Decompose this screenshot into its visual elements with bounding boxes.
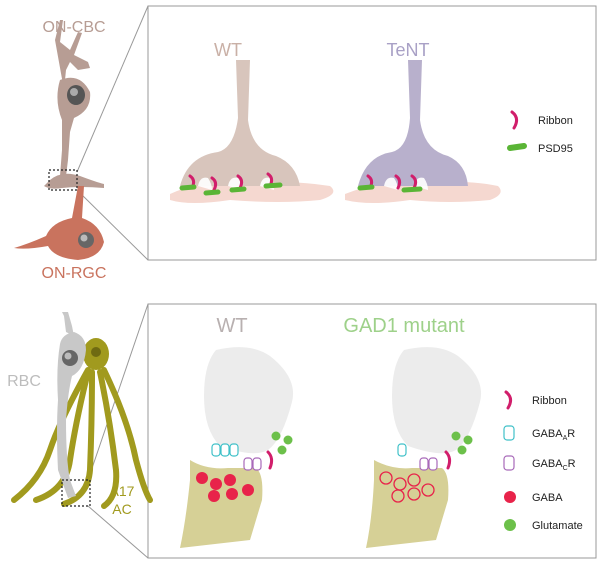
wt-gaba-vesicles (196, 472, 254, 502)
bottom-legend-gaba: GABA (532, 492, 563, 504)
wt-gabac-receptors (243, 457, 262, 471)
bottom-panel: RBC A17 AC WT GAD1 mutant (7, 303, 597, 559)
tent-psd95 (357, 184, 423, 193)
a17-label-line2: AC (112, 501, 131, 517)
rbc-label: RBC (7, 373, 41, 390)
on-rgc-cell (14, 186, 104, 260)
bottom-legend-gabaa: GABAAR (532, 428, 575, 442)
ribbon-legend-icon-bottom (504, 390, 513, 410)
bottom-legend-ribbon: Ribbon (532, 395, 567, 407)
top-detail-frame (147, 5, 597, 261)
top-zoom-line-upper (76, 5, 149, 173)
bottom-zoom-box (61, 479, 91, 507)
gabac-receptor-legend-icon (503, 455, 515, 471)
ribbon-legend-icon (510, 110, 519, 130)
gaba-legend-icon (504, 491, 516, 503)
tent-terminal (345, 60, 501, 203)
on-cbc-cell (44, 20, 104, 189)
bottom-legend-gabac: GABACR (532, 458, 576, 472)
wt-ribbon-bottom (266, 450, 274, 470)
glutamate-legend-icon (504, 519, 516, 531)
top-zoom-box (48, 169, 78, 191)
on-rgc-label: ON-RGC (42, 265, 107, 282)
top-legend: Ribbon PSD95 (507, 110, 573, 155)
gabaa-receptor-legend-icon (503, 425, 515, 441)
wt-terminal (170, 60, 334, 203)
wt-gabaa-receptors (211, 443, 239, 457)
wt-condition-label-bottom: WT (216, 315, 247, 337)
bottom-zoom-line-upper (87, 303, 149, 481)
wt-psd95 (179, 182, 283, 196)
gad1-glutamate-vesicles (451, 431, 473, 455)
bottom-legend-glutamate: Glutamate (532, 520, 583, 532)
on-cbc-label: ON-CBC (42, 19, 105, 36)
bottom-detail-frame (147, 303, 597, 559)
gad1-condition-label: GAD1 mutant (343, 315, 465, 337)
bottom-zoom-line-lower (87, 505, 149, 559)
bottom-legend: Ribbon GABAAR GABACR GABA Glutamate (503, 390, 583, 532)
a17-nucleus (91, 347, 101, 357)
top-legend-psd95: PSD95 (538, 143, 573, 155)
gad1-gabaa-receptors (397, 443, 407, 457)
wt-glutamate-vesicles (271, 431, 293, 455)
a17-amacrine-cell (11, 367, 153, 509)
gad1-ribbon-bottom (444, 450, 452, 470)
top-zoom-line-lower (76, 189, 149, 261)
gad1-gabac-receptors (419, 457, 438, 471)
top-legend-ribbon: Ribbon (538, 115, 573, 127)
tent-condition-label: TeNT (386, 40, 429, 60)
a17-label-line1: A17 (110, 483, 135, 499)
gad1-empty-vesicles (379, 471, 435, 503)
gad1-synapse (366, 347, 482, 548)
rbc-cell (57, 312, 86, 498)
wt-condition-label: WT (214, 40, 242, 60)
wt-synapse (180, 347, 294, 548)
psd95-legend-icon (507, 143, 527, 151)
top-panel: ON-CBC ON-RGC WT (14, 5, 597, 282)
